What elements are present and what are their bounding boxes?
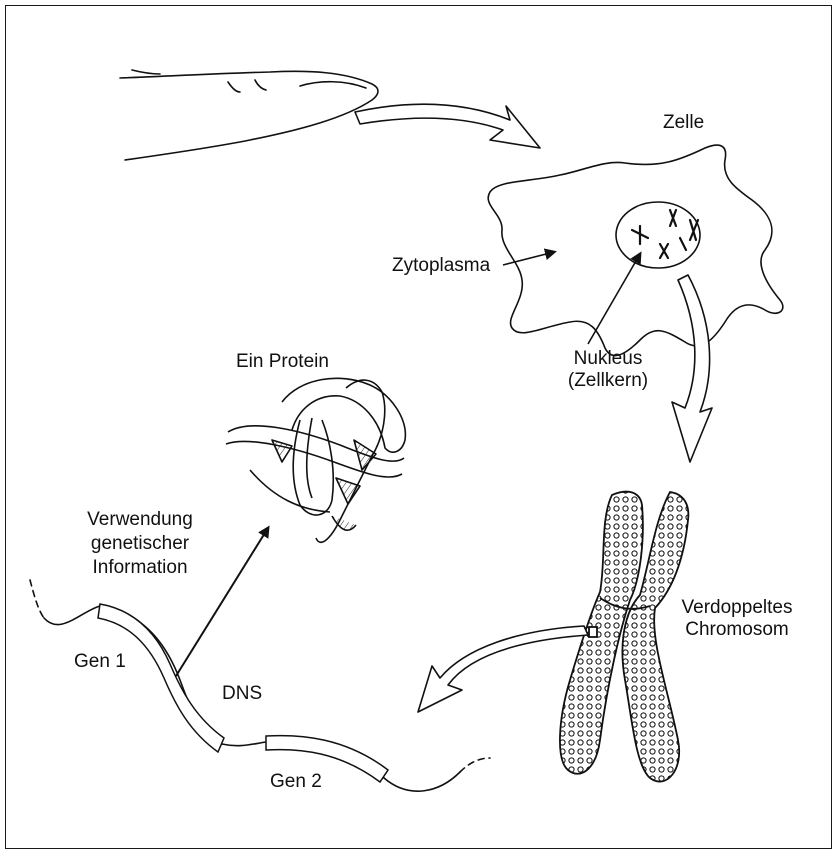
label-verdoppeltes-chromosom: Verdoppeltes Chromosom bbox=[672, 597, 802, 641]
label-nukleus: Nukleus (Zellkern) bbox=[548, 348, 668, 392]
chromosome-sketch bbox=[560, 492, 688, 782]
label-verdoppeltes-line2: Chromosom bbox=[672, 619, 802, 641]
nucleus bbox=[616, 202, 700, 268]
label-ein-protein: Ein Protein bbox=[236, 351, 329, 373]
arrow-nukleus bbox=[588, 254, 640, 344]
label-verdoppeltes-line1: Verdoppeltes bbox=[672, 597, 802, 619]
label-verwendung-line1: Verwendung bbox=[70, 508, 210, 532]
label-gen-2: Gen 2 bbox=[270, 771, 322, 793]
arrow-chromosome-to-dna bbox=[418, 626, 588, 712]
label-zytoplasma: Zytoplasma bbox=[392, 255, 490, 277]
protein-sketch bbox=[226, 378, 405, 542]
arrow-cell-to-chromosome bbox=[672, 275, 712, 462]
label-gen-1: Gen 1 bbox=[74, 651, 126, 673]
label-nukleus-line1: Nukleus bbox=[548, 348, 668, 370]
label-dns: DNS bbox=[222, 683, 262, 705]
label-verwendung-line3: Information bbox=[70, 556, 210, 580]
label-verwendung-line2: genetischer bbox=[70, 532, 210, 556]
finger-sketch bbox=[120, 70, 378, 160]
label-nukleus-line2: (Zellkern) bbox=[548, 370, 668, 392]
nucleus-chromosomes bbox=[632, 210, 698, 258]
label-zelle: Zelle bbox=[663, 112, 704, 134]
arrow-finger-to-cell bbox=[355, 104, 540, 148]
cell-sketch bbox=[488, 145, 783, 355]
gene-1-box bbox=[98, 604, 224, 752]
label-verwendung: Verwendung genetischer Information bbox=[70, 508, 210, 580]
